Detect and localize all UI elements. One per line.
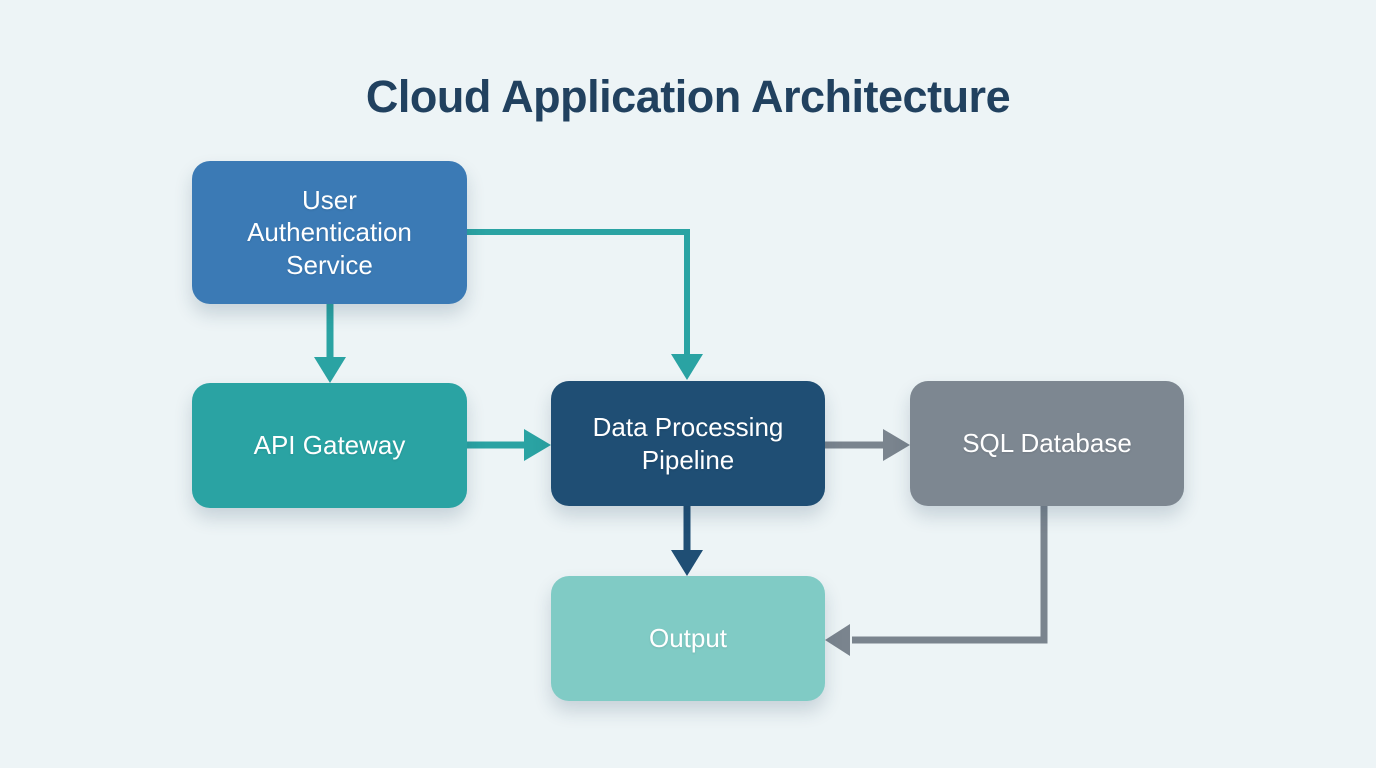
arrowhead-right-icon: [883, 429, 910, 461]
node-sql-database[interactable]: SQL Database: [910, 381, 1184, 506]
edge-line: [852, 506, 1048, 644]
node-user-authentication-service[interactable]: User Authentication Service: [192, 161, 467, 304]
edge-gateway-to-pipeline: [467, 429, 551, 461]
edge-database-to-output: [825, 506, 1048, 656]
arrowhead-left-icon: [825, 624, 850, 656]
edge-auth-to-pipeline: [467, 229, 703, 380]
node-data-processing-pipeline[interactable]: Data Processing Pipeline: [551, 381, 825, 506]
arrowhead-down-icon: [314, 357, 346, 383]
node-label: Data Processing Pipeline: [592, 412, 784, 475]
node-label: User Authentication Service: [247, 184, 412, 280]
edge-pipeline-to-database: [825, 429, 910, 461]
edge-pipeline-to-output: [671, 506, 703, 576]
node-label: Output: [648, 623, 728, 654]
edge-line: [467, 229, 690, 356]
node-label: API Gateway: [253, 430, 406, 461]
arrowhead-right-icon: [524, 429, 551, 461]
node-output[interactable]: Output: [551, 576, 825, 701]
node-label: SQL Database: [962, 428, 1132, 459]
edge-auth-to-gateway: [314, 303, 346, 383]
arrowhead-down-icon: [671, 354, 703, 380]
node-api-gateway[interactable]: API Gateway: [192, 383, 467, 508]
arrowhead-down-icon: [671, 550, 703, 576]
diagram-title: Cloud Application Architecture: [365, 71, 1011, 122]
